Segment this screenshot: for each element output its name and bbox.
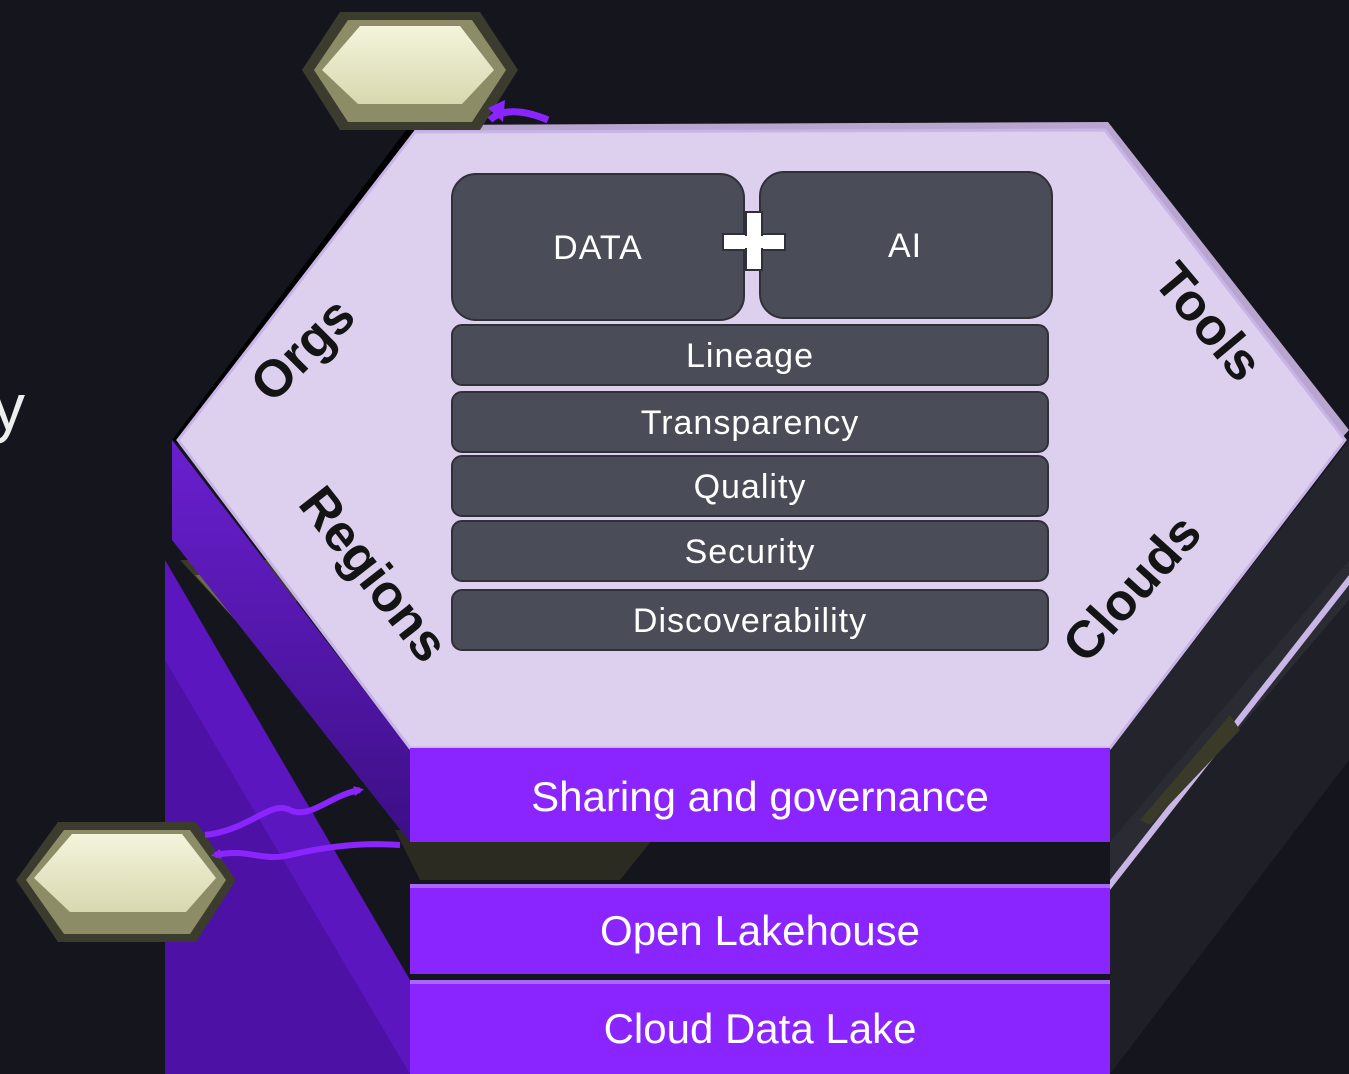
capability-bar [451, 391, 1049, 453]
capability-bar [451, 520, 1049, 582]
node-left-hexagon [16, 822, 236, 942]
arrow-right [204, 786, 364, 838]
ai-label: AI [888, 227, 922, 265]
capability-bar-label: Quality [694, 468, 807, 506]
arrow-top [487, 108, 550, 124]
capability-bar-label: Transparency [641, 404, 860, 442]
layer-open-lakehouse-label: Open Lakehouse [600, 907, 920, 954]
node-top-hexagon [302, 12, 518, 130]
plus-icon [722, 211, 786, 271]
layer-sharing-governance-label: Sharing and governance [531, 773, 989, 820]
layer-open-lakehouse: Open Lakehouse [410, 884, 1110, 974]
arrow-left [211, 841, 401, 861]
layer-cloud-data-lake-label: Cloud Data Lake [604, 1005, 917, 1052]
data-ai-blocks: DATA AI [451, 171, 1053, 321]
capability-bar [451, 324, 1049, 386]
layer-cloud-data-lake: Cloud Data Lake [410, 980, 1110, 1074]
layer-sharing-governance: Sharing and governance [410, 748, 1110, 842]
arrow-top-head [488, 100, 505, 122]
edge-text-fragment: y [0, 370, 25, 444]
lower-slab-stack [165, 560, 1349, 1074]
capability-bar-label: Security [685, 533, 816, 571]
connector-arrows [204, 100, 550, 861]
capability-bar [451, 589, 1049, 651]
data-label: DATA [553, 229, 643, 267]
capability-bars: LineageTransparencyQualitySecurityDiscov… [451, 324, 1049, 651]
capability-bar-label: Discoverability [633, 602, 867, 640]
capability-bar [451, 455, 1049, 517]
capability-bar-label: Lineage [686, 337, 814, 375]
